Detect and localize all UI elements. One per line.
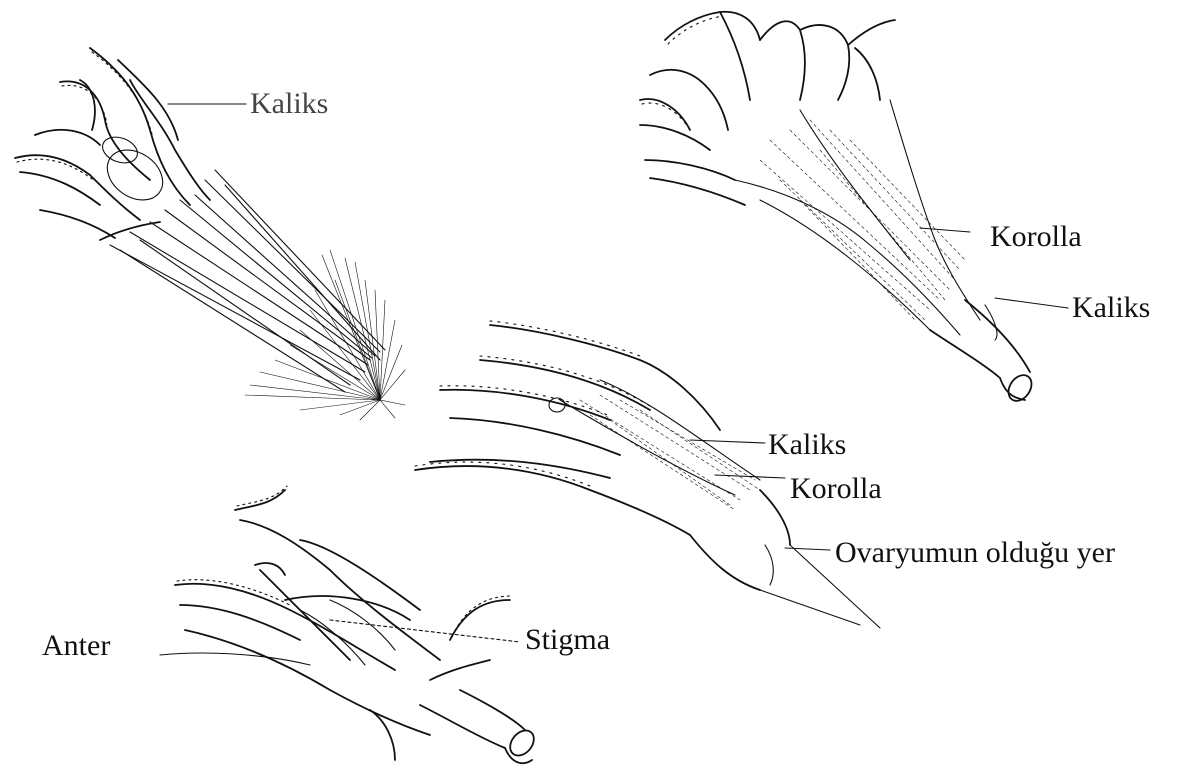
label-flower-2-kaliks: Kaliks	[1072, 293, 1150, 323]
flower-1-drawing	[15, 48, 405, 420]
label-flower-3-korolla: Korolla	[790, 474, 882, 504]
label-flower-1-kaliks: Kaliks	[250, 89, 328, 119]
flower-4-drawing	[160, 486, 539, 763]
label-flower-4-stigma: Stigma	[525, 625, 610, 655]
label-flower-3-ovary: Ovaryumun olduğu yer	[835, 538, 1115, 568]
label-flower-4-anter: Anter	[42, 631, 110, 661]
flower-2-drawing	[640, 12, 1068, 405]
label-flower-2-korolla: Korolla	[990, 222, 1082, 252]
label-flower-3-kaliks: Kaliks	[768, 430, 846, 460]
